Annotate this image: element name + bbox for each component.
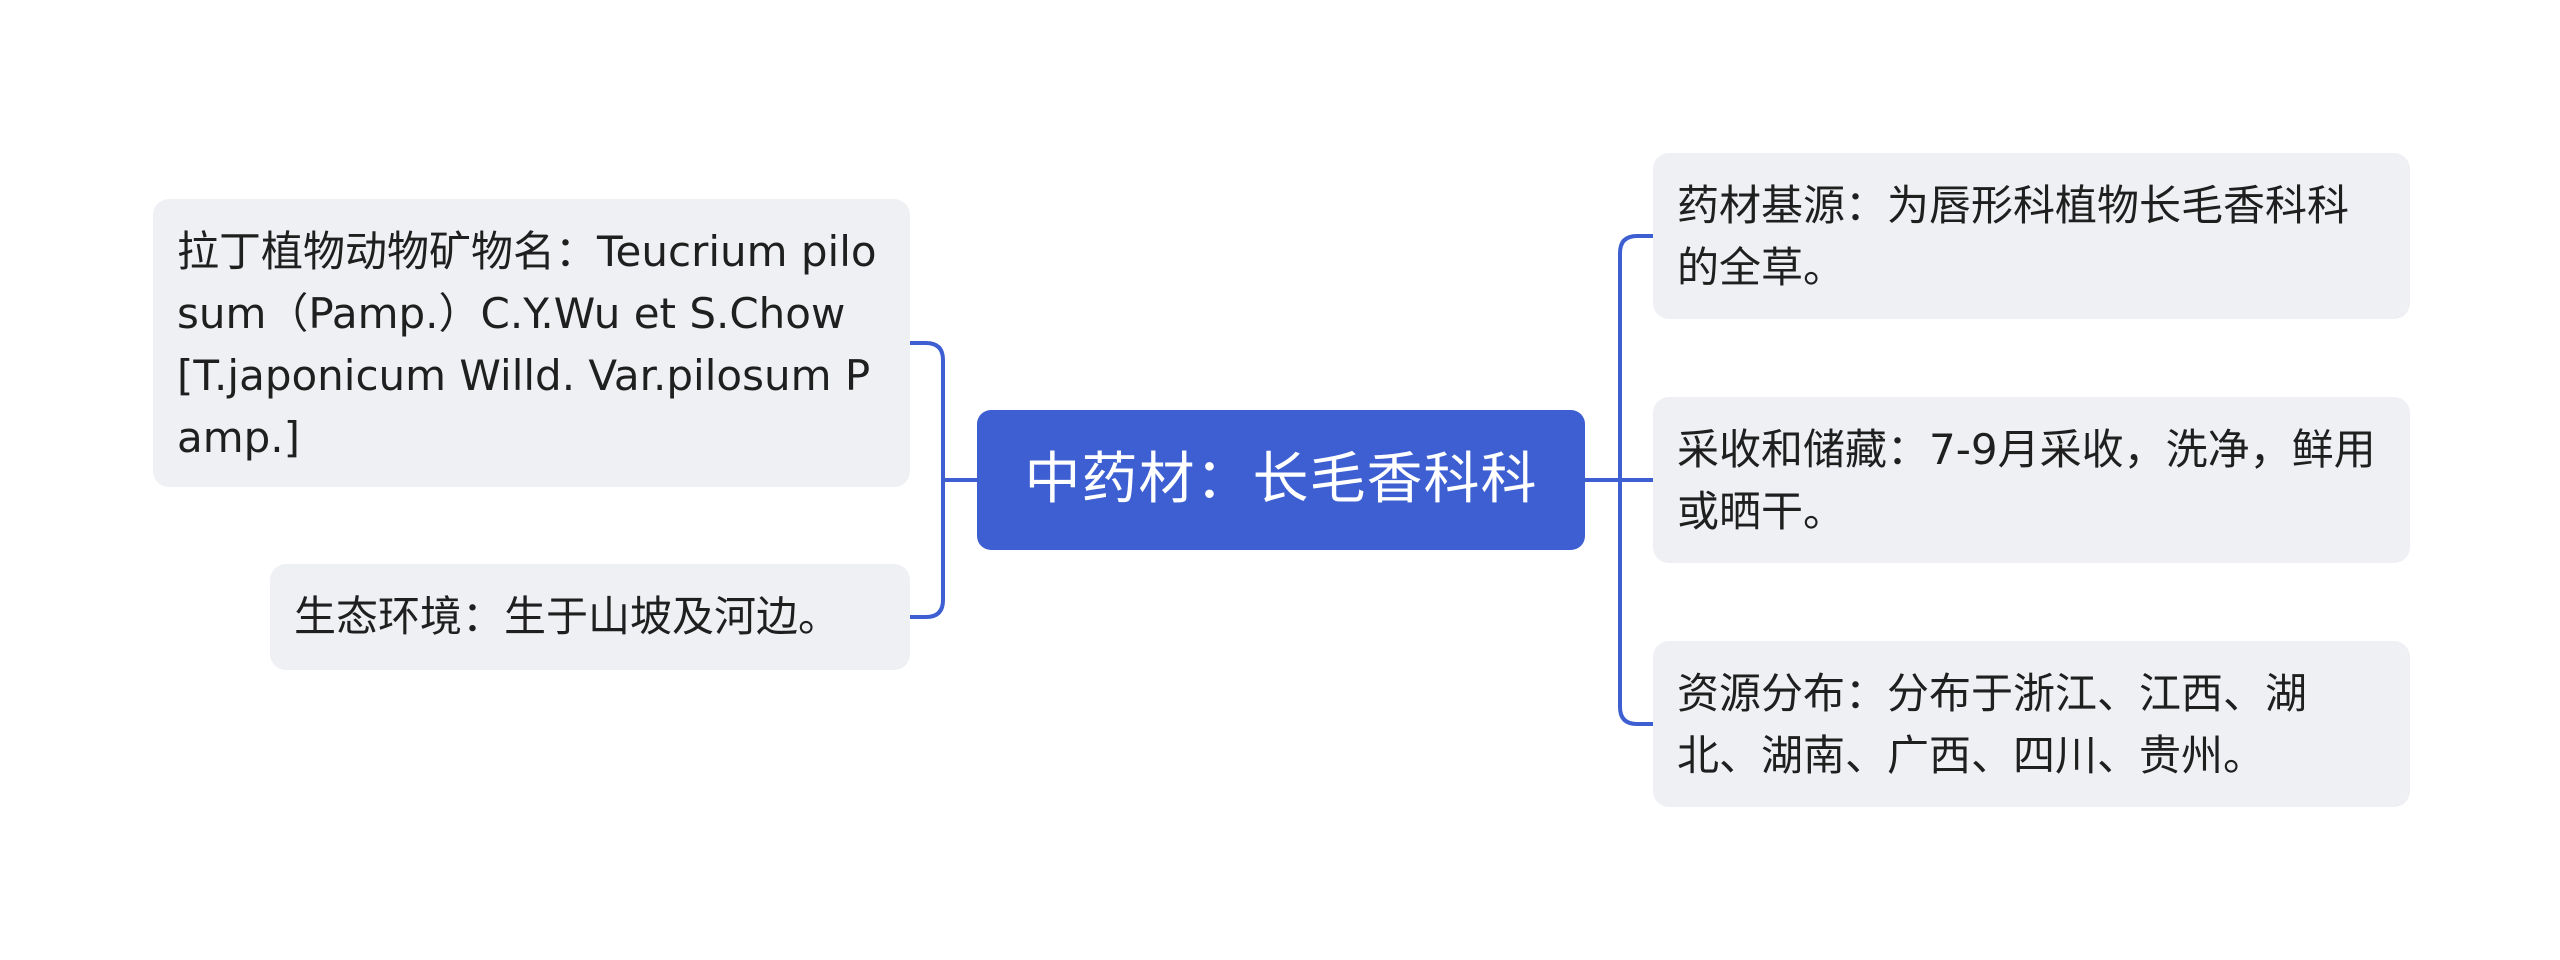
- connector-right-source: [1618, 234, 1655, 482]
- topic-node-distribution[interactable]: 资源分布：分布于浙江、江西、湖北、湖南、广西、四川、贵州。: [1653, 641, 2410, 807]
- topic-label-habitat: 生态环境：生于山坡及河边。: [294, 592, 841, 641]
- connector-left-latin: [908, 341, 945, 482]
- topic-label-harvest: 采收和储藏：7-9月采收，洗净，鲜用或晒干。: [1677, 425, 2376, 536]
- topic-label-distribution: 资源分布：分布于浙江、江西、湖北、湖南、广西、四川、贵州。: [1677, 669, 2308, 780]
- connector-right-distribution: [1618, 478, 1655, 726]
- topic-node-latin-name[interactable]: 拉丁植物动物矿物名：Teucrium pilosum（Pamp.）C.Y.Wu …: [153, 199, 910, 487]
- topic-node-habitat[interactable]: 生态环境：生于山坡及河边。: [270, 564, 910, 670]
- topic-label-source: 药材基源：为唇形科植物长毛香科科的全草。: [1677, 181, 2350, 292]
- central-topic-label: 中药材：长毛香科科: [1024, 447, 1538, 512]
- topic-label-latin-name: 拉丁植物动物矿物名：Teucrium pilosum（Pamp.）C.Y.Wu …: [177, 227, 877, 462]
- central-topic-node[interactable]: 中药材：长毛香科科: [977, 410, 1585, 550]
- topic-node-source[interactable]: 药材基源：为唇形科植物长毛香科科的全草。: [1653, 153, 2410, 319]
- topic-node-harvest[interactable]: 采收和储藏：7-9月采收，洗净，鲜用或晒干。: [1653, 397, 2410, 563]
- connector-left-habitat: [908, 478, 945, 619]
